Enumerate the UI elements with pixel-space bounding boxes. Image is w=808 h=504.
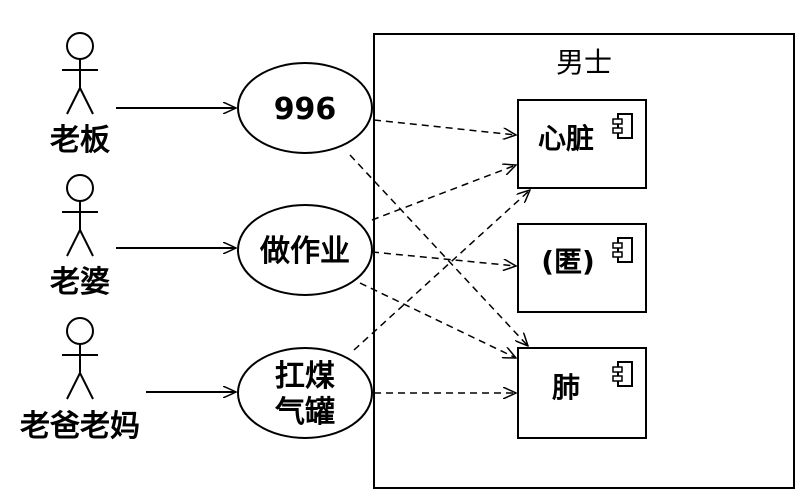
dependency-996-heart [373,119,516,135]
usecase-homework: 做作业 [237,204,373,296]
stick-figure-icon [62,32,98,115]
usecase-996: 996 [237,62,373,154]
component-label: 心脏 [538,122,594,155]
actor-wife: 老婆 [50,174,110,300]
component-icon [612,237,633,263]
dependency-gas-heart [353,190,530,351]
dependency-homework-hidden [371,251,516,266]
component-icon [612,113,633,139]
dependency-homework-heart [371,165,516,221]
actor-label: 老爸老妈 [20,409,140,444]
usecase-label: 996 [274,92,337,127]
actor-boss: 老板 [50,32,110,158]
usecase-label-line-1: 扛煤 [275,359,335,394]
dependency-homework-lung [359,282,516,358]
usecase-label: 做作业 [259,234,350,269]
actor-parents: 老爸老妈 [20,317,140,444]
component-icon [612,361,633,387]
actor-label: 老板 [50,123,110,158]
system-label: 男士 [556,46,612,79]
component-hidden: (匿) [517,223,647,313]
usecase-gas: 扛煤 气罐 [237,347,373,439]
stick-figure-icon [62,174,98,257]
actor-label: 老婆 [50,265,110,300]
component-heart: 心脏 [517,99,647,189]
usecase-label-line-2: 气罐 [275,395,335,430]
system-boundary: 男士 [373,33,795,489]
dependency-996-lung [349,154,528,346]
component-lung: 肺 [517,347,647,439]
component-label: (匿) [541,245,595,278]
stick-figure-icon [62,317,98,400]
component-label: 肺 [552,371,580,404]
